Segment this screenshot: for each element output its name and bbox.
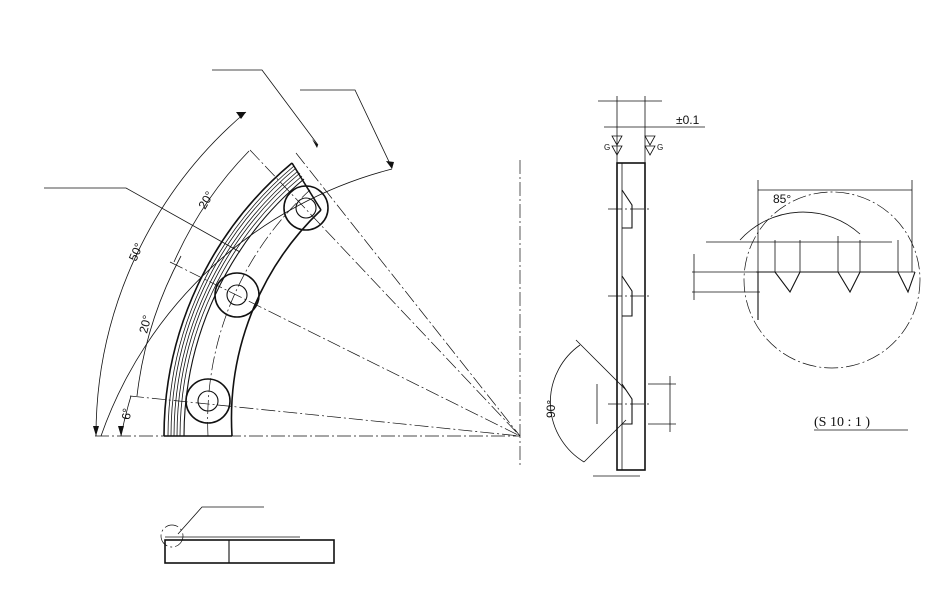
lamination-arc: [176, 172, 301, 437]
section-body: [164, 539, 335, 564]
lamination-arc: [179, 175, 303, 437]
radial-centerline: [129, 395, 521, 437]
lamination-arc: [170, 167, 297, 437]
dim-label-20-lower: 20°: [136, 314, 154, 335]
bottom-section-view: [160, 506, 335, 564]
bolt-hole-inner: [197, 390, 219, 412]
outer-arc: [163, 162, 293, 437]
surface-finish-icon: [611, 135, 623, 146]
thread-angle-arc: [739, 211, 861, 241]
inner-arc: [230, 209, 322, 437]
arrowhead: [386, 161, 394, 169]
countersink: [621, 189, 633, 229]
leader-line: [212, 69, 319, 146]
construction-arc-outer: [100, 168, 393, 437]
countersink: [621, 275, 633, 317]
bolt-hole-outer: [185, 378, 231, 424]
dimension-arc-20-lower: [136, 255, 182, 397]
detail-leader: [177, 506, 264, 535]
surface-mark-right: G: [657, 143, 663, 152]
scale-label: (S 10 : 1 ): [814, 415, 870, 430]
arrowhead: [236, 112, 246, 119]
arc-segment-front-view: 50° 20° 20° 6°: [44, 69, 521, 466]
dimension-arc-20-upper: [173, 150, 250, 263]
leader-line: [44, 187, 241, 253]
detail-marker-circle: [160, 524, 184, 548]
arrowhead: [93, 426, 99, 436]
surface-finish-icon: [644, 145, 656, 156]
side-view-body: [616, 162, 646, 471]
leader-line: [300, 89, 393, 169]
lamination-arc: [167, 165, 295, 437]
surface-finish-icon: [611, 145, 623, 156]
arrowhead: [118, 426, 124, 436]
radial-centerline: [295, 152, 521, 437]
detail-circle: [743, 191, 921, 369]
lamination-arc: [173, 170, 299, 437]
side-view: ±0.1 G G 90°: [544, 96, 705, 477]
bevel-extension: [575, 339, 627, 391]
arrowhead: [312, 139, 318, 148]
surface-mark-left: G: [604, 143, 610, 152]
bolt-hole-inner: [226, 284, 248, 306]
tolerance-label: ±0.1: [676, 113, 700, 127]
countersink: [621, 383, 633, 425]
radial-centerline: [169, 261, 521, 437]
dim-label-50: 50°: [126, 241, 146, 263]
bolt-hole-outer: [283, 185, 329, 231]
bevel-extension: [583, 419, 627, 463]
thread-angle-label: 85°: [773, 192, 791, 206]
dimension-arc-50: [95, 111, 247, 437]
dim-label-20-upper: 20°: [195, 189, 216, 212]
thread-profile: [756, 271, 916, 294]
surface-finish-icon: [644, 135, 656, 146]
bevel-angle-arc: [550, 344, 585, 463]
bolt-hole-inner: [295, 197, 317, 219]
bolt-hole-outer: [214, 272, 260, 318]
detail-view: 85°: [692, 180, 921, 369]
dim-label-6: 6°: [119, 407, 134, 420]
bevel-angle-label: 90°: [544, 400, 558, 418]
